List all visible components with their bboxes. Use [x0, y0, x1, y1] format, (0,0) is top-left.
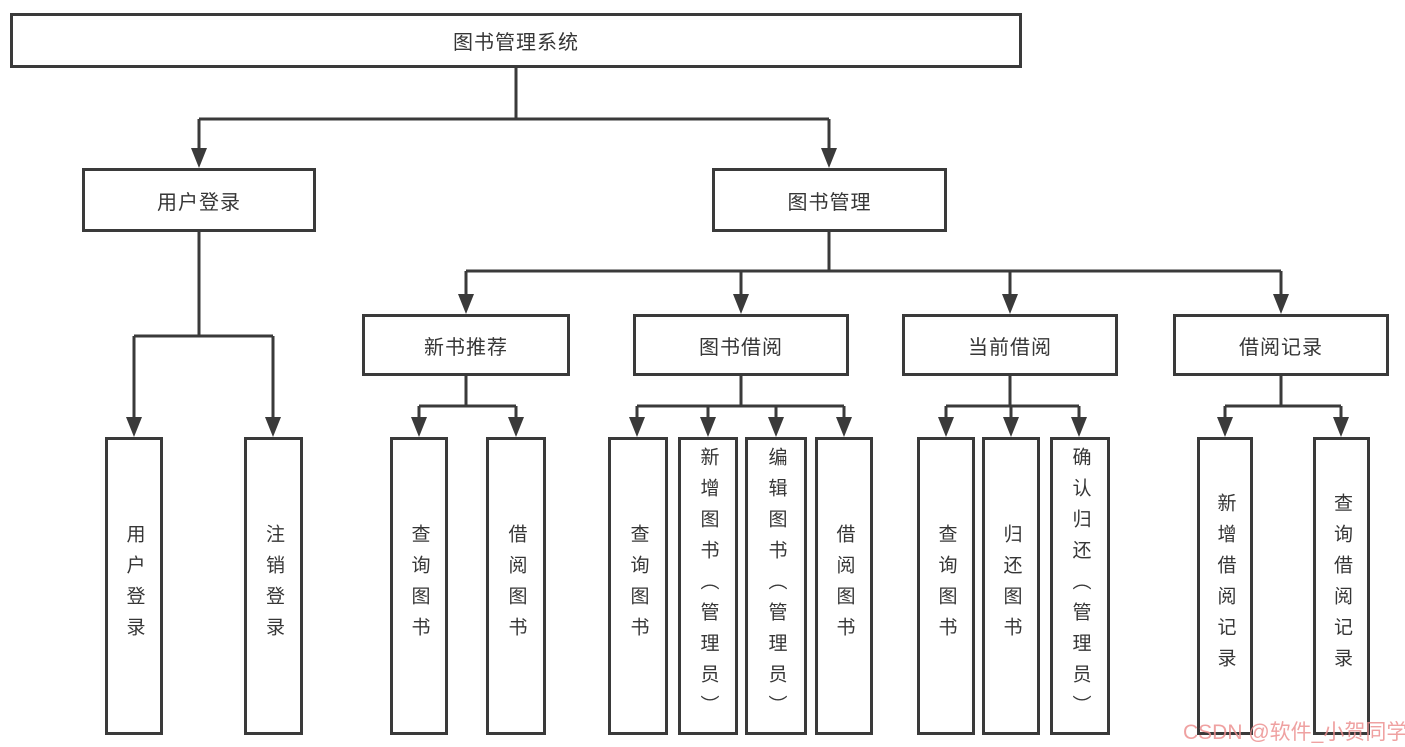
node-borrowing-records: 借阅记录: [1173, 314, 1389, 376]
node-leaf-query-books-recommend: 查询图书: [390, 437, 448, 735]
node-leaf-borrow-books-recommend: 借阅图书: [486, 437, 546, 735]
node-leaf-add-books-admin: 新增图书（管理员）: [678, 437, 738, 735]
node-label: 借阅记录: [1239, 336, 1323, 359]
node-label: 借阅图书: [505, 524, 527, 648]
node-label: 用户登录: [157, 191, 241, 214]
node-label: 查询图书: [627, 524, 649, 648]
node-user-login: 用户登录: [82, 168, 316, 232]
node-label: 注销登录: [263, 524, 284, 648]
node-label: 查询图书: [935, 524, 957, 648]
node-current-borrowing: 当前借阅: [902, 314, 1118, 376]
node-label: 图书管理系统: [453, 32, 579, 54]
node-leaf-add-borrow-record: 新增借阅记录: [1197, 437, 1253, 735]
node-leaf-user-login: 用户登录: [105, 437, 163, 735]
node-book-borrowing: 图书借阅: [633, 314, 849, 376]
node-label: 当前借阅: [968, 336, 1052, 359]
node-leaf-edit-books-admin: 编辑图书（管理员）: [745, 437, 807, 735]
node-label: 查询借阅记录: [1331, 493, 1352, 679]
node-label: 新增图书（管理员）: [697, 446, 719, 726]
node-label: 新书推荐: [424, 336, 508, 359]
node-leaf-confirm-return-admin: 确认归还（管理员）: [1050, 437, 1110, 735]
node-label: 新增借阅记录: [1214, 493, 1236, 679]
node-leaf-borrow-books: 借阅图书: [815, 437, 873, 735]
node-library-system: 图书管理系统: [10, 13, 1022, 68]
node-label: 编辑图书（管理员）: [765, 446, 787, 726]
node-leaf-query-books-borrowing: 查询图书: [608, 437, 668, 735]
node-leaf-query-borrow-record: 查询借阅记录: [1313, 437, 1370, 735]
node-leaf-query-books-current: 查询图书: [917, 437, 975, 735]
node-leaf-return-books: 归还图书: [982, 437, 1040, 735]
csdn-watermark: CSDN @软件_小贺同学: [1183, 721, 1405, 744]
node-label: 借阅图书: [833, 524, 855, 648]
node-label: 归还图书: [1000, 524, 1022, 648]
node-book-management: 图书管理: [712, 168, 947, 232]
node-new-book-recommend: 新书推荐: [362, 314, 570, 376]
node-label: 图书管理: [787, 191, 872, 214]
node-label: 查询图书: [408, 524, 430, 648]
node-label: 图书借阅: [699, 336, 783, 359]
node-label: 确认归还（管理员）: [1069, 446, 1091, 726]
node-leaf-logout: 注销登录: [244, 437, 303, 735]
node-label: 用户登录: [123, 524, 145, 648]
